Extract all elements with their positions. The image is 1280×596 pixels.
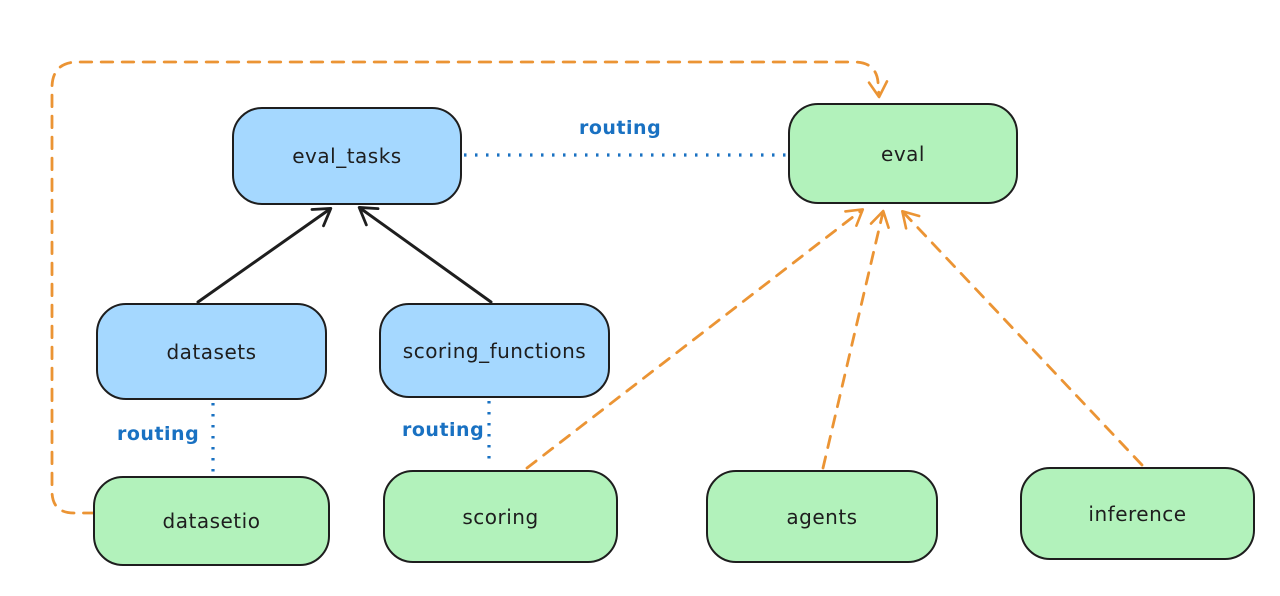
- edge-scoring-functions-to-eval-tasks: [357, 206, 493, 304]
- node-datasets: datasets: [96, 303, 327, 400]
- node-scoring-label: scoring: [462, 504, 539, 529]
- edge-inference-to-eval: [901, 209, 1144, 467]
- node-scoring-functions-label: scoring_functions: [402, 338, 587, 363]
- edge-agents-to-eval: [821, 209, 890, 470]
- edge-label-routing-scoring-functions-scoring: routing: [402, 419, 485, 441]
- edge-datasets-to-eval-tasks: [196, 207, 333, 304]
- node-eval-label: eval: [881, 141, 925, 166]
- node-eval-tasks-label: eval_tasks: [292, 144, 402, 168]
- edge-datasetio-to-eval: [50, 60, 889, 515]
- node-inference-label: inference: [1088, 501, 1187, 526]
- edge-label-routing-datasets-datasetio: routing: [117, 423, 200, 445]
- edge-label-routing-eval-tasks-eval: routing: [579, 117, 662, 139]
- node-agents: agents: [706, 470, 938, 563]
- node-datasetio-label: datasetio: [162, 509, 261, 533]
- node-eval: eval: [788, 103, 1018, 204]
- node-datasets-label: datasets: [166, 339, 257, 364]
- node-scoring-functions: scoring_functions: [379, 303, 610, 398]
- node-agents-label: agents: [786, 504, 858, 529]
- node-eval-tasks: eval_tasks: [232, 107, 462, 205]
- node-datasetio: datasetio: [93, 476, 330, 566]
- node-scoring: scoring: [383, 470, 618, 563]
- node-inference: inference: [1020, 467, 1255, 560]
